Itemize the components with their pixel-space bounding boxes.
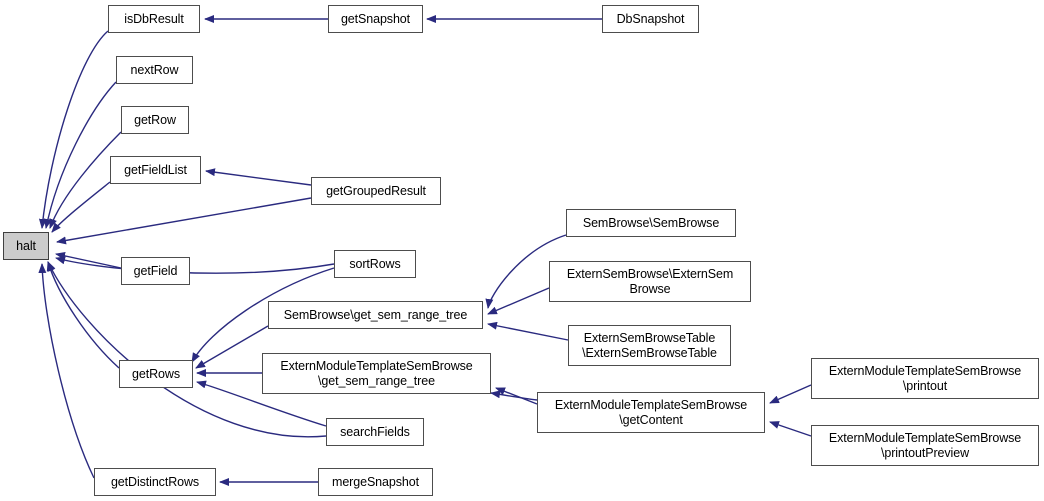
graph-node-label: searchFields xyxy=(340,424,410,439)
graph-node-label: mergeSnapshot xyxy=(332,474,419,489)
graph-node-isDbResult[interactable]: isDbResult xyxy=(108,5,200,33)
graph-node-label: SemBrowse\get_sem_range_tree xyxy=(283,307,468,322)
graph-node-emtsbPrintout[interactable]: ExternModuleTemplateSemBrowse \printout xyxy=(811,358,1039,399)
graph-edge xyxy=(55,251,122,269)
graph-edge xyxy=(495,387,538,405)
graph-edge xyxy=(47,261,327,438)
graph-edge xyxy=(43,81,117,229)
graph-node-label: getRow xyxy=(134,112,176,127)
graph-node-semRangeTree[interactable]: SemBrowse\get_sem_range_tree xyxy=(268,301,483,329)
graph-node-halt[interactable]: halt xyxy=(3,232,49,260)
graph-edge xyxy=(51,181,111,233)
graph-node-getField[interactable]: getField xyxy=(121,257,190,285)
graph-edge xyxy=(487,321,569,341)
graph-node-label: ExternModuleTemplateSemBrowse \get_sem_r… xyxy=(280,358,473,388)
graph-node-mergeSnapshot[interactable]: mergeSnapshot xyxy=(318,468,433,496)
graph-edge xyxy=(56,197,312,245)
graph-node-label: getSnapshot xyxy=(340,11,411,26)
graph-node-emtsbPrintoutPreview[interactable]: ExternModuleTemplateSemBrowse \printoutP… xyxy=(811,425,1039,466)
graph-node-emtsbRangeTree[interactable]: ExternModuleTemplateSemBrowse \get_sem_r… xyxy=(262,353,491,394)
graph-node-label: halt xyxy=(16,238,36,253)
graph-node-DbSnapshot[interactable]: DbSnapshot xyxy=(602,5,699,33)
graph-node-label: getDistinctRows xyxy=(110,474,200,489)
graph-node-externSemBrowse[interactable]: ExternSemBrowse\ExternSem Browse xyxy=(549,261,751,302)
graph-node-label: getFieldList xyxy=(124,162,187,177)
graph-node-emtsbGetContent[interactable]: ExternModuleTemplateSemBrowse \getConten… xyxy=(537,392,765,433)
graph-node-label: ExternModuleTemplateSemBrowse \printout xyxy=(828,363,1022,393)
graph-node-nextRow[interactable]: nextRow xyxy=(116,56,193,84)
graph-node-getRows[interactable]: getRows xyxy=(119,360,193,388)
graph-node-externSemBrowseTable[interactable]: ExternSemBrowseTable \ExternSemBrowseTab… xyxy=(568,325,731,366)
graph-edge xyxy=(46,261,120,369)
graph-node-label: nextRow xyxy=(130,62,179,77)
graph-node-getFieldList[interactable]: getFieldList xyxy=(110,156,201,184)
graph-node-label: ExternSemBrowse\ExternSem Browse xyxy=(566,266,734,296)
graph-node-label: getRows xyxy=(132,366,180,381)
graph-node-label: getGroupedResult xyxy=(326,183,426,198)
graph-edge xyxy=(38,30,109,229)
graph-node-label: sortRows xyxy=(349,256,401,271)
graph-node-semBrowse[interactable]: SemBrowse\SemBrowse xyxy=(566,209,736,237)
graph-node-sortRows[interactable]: sortRows xyxy=(334,250,416,278)
graph-node-label: ExternSemBrowseTable \ExternSemBrowseTab… xyxy=(582,330,717,360)
graph-node-label: getField xyxy=(133,263,178,278)
graph-node-label: DbSnapshot xyxy=(616,11,685,26)
graph-edge xyxy=(769,421,812,437)
graph-node-label: isDbResult xyxy=(124,11,184,26)
graph-node-getDistinctRows[interactable]: getDistinctRows xyxy=(94,468,216,496)
graph-node-label: ExternModuleTemplateSemBrowse \getConten… xyxy=(554,397,748,427)
graph-edge xyxy=(195,325,269,369)
graph-edge xyxy=(205,168,312,186)
graph-node-searchFields[interactable]: searchFields xyxy=(326,418,424,446)
graph-node-getGroupedResult[interactable]: getGroupedResult xyxy=(311,177,441,205)
graph-edge xyxy=(487,287,550,315)
graph-edge xyxy=(55,256,335,274)
graph-node-getSnapshot[interactable]: getSnapshot xyxy=(328,5,423,33)
graph-node-label: SemBrowse\SemBrowse xyxy=(582,215,720,230)
graph-edge xyxy=(38,263,95,479)
graph-node-getRow[interactable]: getRow xyxy=(121,106,189,134)
graph-edge xyxy=(769,384,812,404)
graph-node-label: ExternModuleTemplateSemBrowse \printoutP… xyxy=(828,430,1022,460)
graph-edge xyxy=(490,390,538,401)
